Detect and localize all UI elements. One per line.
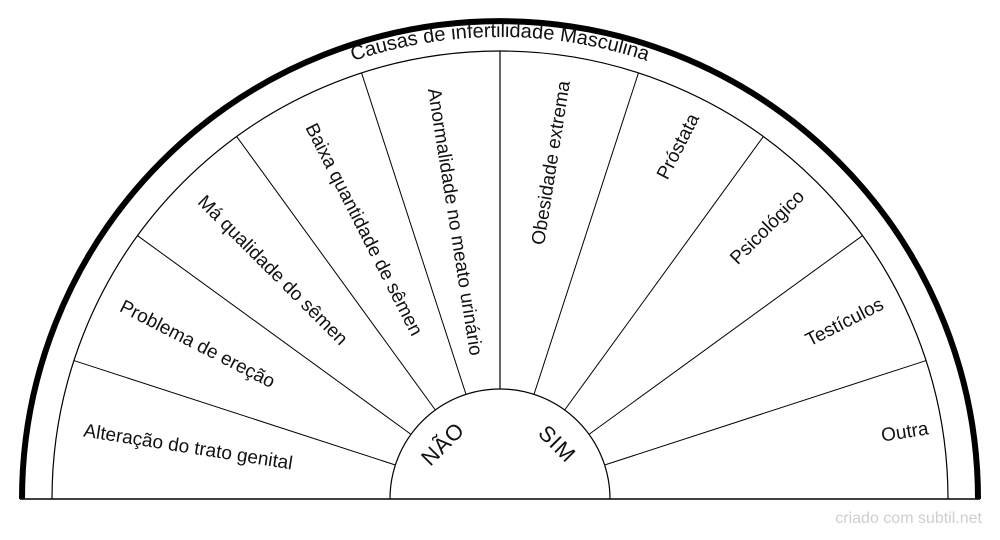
segment-divider-2	[588, 235, 863, 435]
segment-divider-1	[604, 360, 927, 466]
outer-arc	[19, 18, 981, 500]
segment-label-6: Obesidade extrema	[528, 79, 575, 246]
center-semicircle	[389, 388, 611, 500]
segment-dividers	[73, 72, 927, 466]
label-nao: NÃO	[416, 417, 470, 471]
segment-label-9: Testículos	[802, 294, 887, 351]
label-sim: SIM	[533, 420, 580, 467]
segment-divider-4	[533, 72, 639, 395]
segment-label-8: Psicológico	[726, 186, 809, 269]
segment-label-5: Anormalidade no meato urinário	[423, 87, 486, 357]
segment-divider-5	[361, 72, 467, 395]
segment-labels: Alteração do trato genital Problema de e…	[82, 79, 930, 474]
segment-divider-7	[137, 235, 412, 435]
segment-divider-6	[236, 136, 436, 411]
segment-label-2: Problema de ereção	[116, 296, 278, 392]
segment-label-7: Próstata	[653, 110, 704, 183]
credit-text: criado com subtil.net	[835, 510, 982, 527]
segment-label-10: Outra	[880, 418, 931, 446]
segment-label-1: Alteração do trato genital	[82, 421, 294, 475]
segment-divider-3	[564, 136, 764, 411]
segment-divider-8	[73, 360, 396, 466]
segment-label-3: Má qualidade do sêmen	[193, 192, 351, 350]
